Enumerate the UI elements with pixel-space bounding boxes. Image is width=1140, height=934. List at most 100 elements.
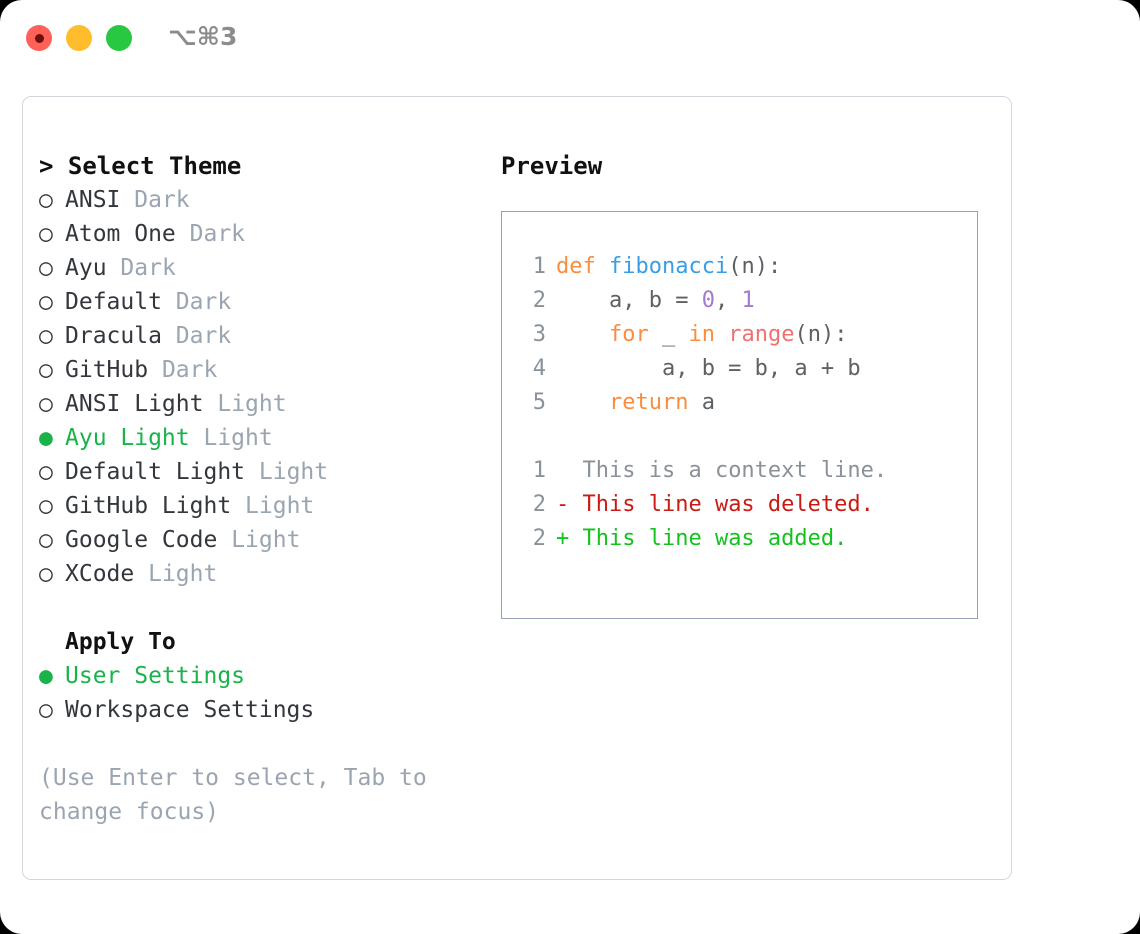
code-token: fibonacci [608, 254, 729, 279]
theme-option-name: Ayu Light [65, 425, 190, 451]
theme-option-name: Default [65, 289, 162, 315]
code-token: in [688, 322, 715, 347]
theme-option[interactable]: ○Dracula Dark [39, 319, 479, 353]
theme-option-name: XCode [65, 561, 135, 587]
theme-option[interactable]: ○ ANSI Dark [39, 183, 479, 217]
code-token [556, 322, 609, 347]
theme-option-name: Ayu [65, 255, 107, 281]
theme-option[interactable]: ○Atom One Dark [39, 217, 479, 251]
line-number: 2 [532, 288, 546, 313]
diff-line: 2- This line was deleted. [502, 488, 977, 522]
line-number: 1 [532, 458, 546, 483]
diff-line: 2 + This line was added. [502, 522, 977, 556]
keyboard-hint-text: (Use Enter to select, Tab to change focu… [39, 765, 427, 825]
radio-unselected-icon: ○ [39, 561, 53, 587]
line-number: 2 [532, 526, 546, 551]
apply-to-header: Apply To [65, 629, 176, 655]
theme-option[interactable]: ○Google Code Light [39, 523, 479, 557]
apply-to-option-label: Workspace Settings [65, 697, 315, 723]
radio-unselected-icon: ○ [39, 357, 53, 383]
radio-unselected-icon: ○ [39, 255, 53, 281]
line-number: 4 [532, 356, 546, 381]
theme-option[interactable]: ○ Default Dark [39, 285, 479, 319]
code-token: a, b = b, a + b [556, 356, 861, 381]
apply-to-option[interactable]: ● User Settings [39, 659, 479, 693]
radio-selected-icon: ● [39, 663, 53, 689]
code-line: 4 a, b = b, a + b [502, 352, 977, 386]
title-bar: ⌥⌘3 [0, 0, 1140, 78]
code-token: for [608, 322, 649, 347]
apply-to-option-list: ● User Settings ○ Workspace Settings [39, 659, 479, 727]
radio-unselected-icon: ○ [39, 221, 53, 247]
apply-to-option[interactable]: ○ Workspace Settings [39, 693, 479, 727]
line-number: 2 [532, 492, 546, 517]
main-panel: > Select Theme ○ANSI Dark○Atom One Dark○… [22, 96, 1012, 880]
theme-option-name: Google Code [65, 527, 218, 553]
theme-option-name: ANSI Light [65, 391, 204, 417]
theme-option-name: GitHub [65, 357, 149, 383]
apply-to-option-label: User Settings [65, 663, 246, 689]
line-number: 3 [532, 322, 546, 347]
theme-option[interactable]: ● Ayu Light Light [39, 421, 479, 455]
code-token: (n): [728, 254, 782, 279]
theme-option[interactable]: ○ XCode Light [39, 557, 479, 591]
theme-option[interactable]: ○ Ayu Dark [39, 251, 479, 285]
section-spacer [39, 591, 479, 625]
diff-text: This line was added. [569, 526, 848, 551]
code-token: a, b = [556, 288, 702, 313]
code-token: 1 [741, 288, 755, 313]
preview-title: Preview [501, 152, 603, 180]
diff-sign: - [556, 492, 570, 517]
radio-unselected-icon: ○ [39, 527, 53, 553]
radio-unselected-icon: ○ [39, 289, 53, 315]
code-line: 5 return a [502, 386, 977, 420]
theme-option[interactable]: ○ ANSI Light Light [39, 387, 479, 421]
code-line: 1 def fibonacci(n): [502, 250, 977, 284]
radio-unselected-icon: ○ [39, 391, 53, 417]
select-theme-header: > Select Theme [39, 152, 242, 180]
radio-unselected-icon: ○ [39, 187, 53, 213]
radio-selected-icon: ● [39, 425, 53, 451]
code-token: _ [648, 322, 689, 347]
diff-sample: 1 This is a context line.2- This line wa… [502, 454, 977, 556]
code-token: def [556, 254, 609, 279]
diff-sign: + [556, 526, 570, 551]
keyboard-shortcut-label: ⌥⌘3 [168, 22, 238, 51]
code-token: , [714, 288, 742, 313]
theme-option-variant: Dark [120, 255, 176, 281]
theme-option[interactable]: ○GitHub Dark [39, 353, 479, 387]
radio-unselected-icon: ○ [39, 459, 53, 485]
theme-option-name: GitHub Light [65, 493, 232, 519]
radio-unselected-icon: ○ [39, 697, 53, 723]
theme-option-variant: Dark [134, 187, 190, 213]
theme-option-list: ○ ANSI Dark ○ Atom One Dark ○ Ayu Dark ○ Defaul… [39, 183, 479, 591]
theme-picker-column: > Select Theme ○ANSI Dark○Atom One Dark○… [39, 149, 479, 829]
theme-option-name: Atom One [65, 221, 176, 247]
theme-option-name: ANSI [65, 187, 121, 213]
theme-option-name: Dracula [65, 323, 162, 349]
close-button[interactable] [26, 25, 52, 51]
diff-text: This is a context line. [569, 458, 888, 483]
minimize-button[interactable] [66, 25, 92, 51]
window-controls [26, 25, 132, 51]
code-token: a [688, 390, 715, 415]
theme-option-variant: Dark [175, 289, 232, 315]
theme-option-name: Default Light [65, 459, 246, 485]
theme-option-variant: Light [203, 425, 273, 451]
diff-sign [556, 458, 569, 483]
code-token: return [608, 390, 689, 415]
diff-line: 1 This is a context line. [502, 454, 977, 488]
maximize-button[interactable] [106, 25, 132, 51]
theme-option[interactable]: ○ Default Light Light [39, 455, 479, 489]
line-number: 1 [532, 254, 546, 279]
code-diff-spacer [502, 420, 977, 454]
theme-option-variant: Light [217, 391, 287, 417]
theme-option-variant: Light [148, 561, 218, 587]
theme-option[interactable]: ○ GitHub Light Light [39, 489, 479, 523]
radio-unselected-icon: ○ [39, 493, 53, 519]
code-token: range [728, 322, 795, 347]
theme-option-variant: Light [245, 493, 315, 519]
theme-option-variant: Light [258, 459, 329, 485]
